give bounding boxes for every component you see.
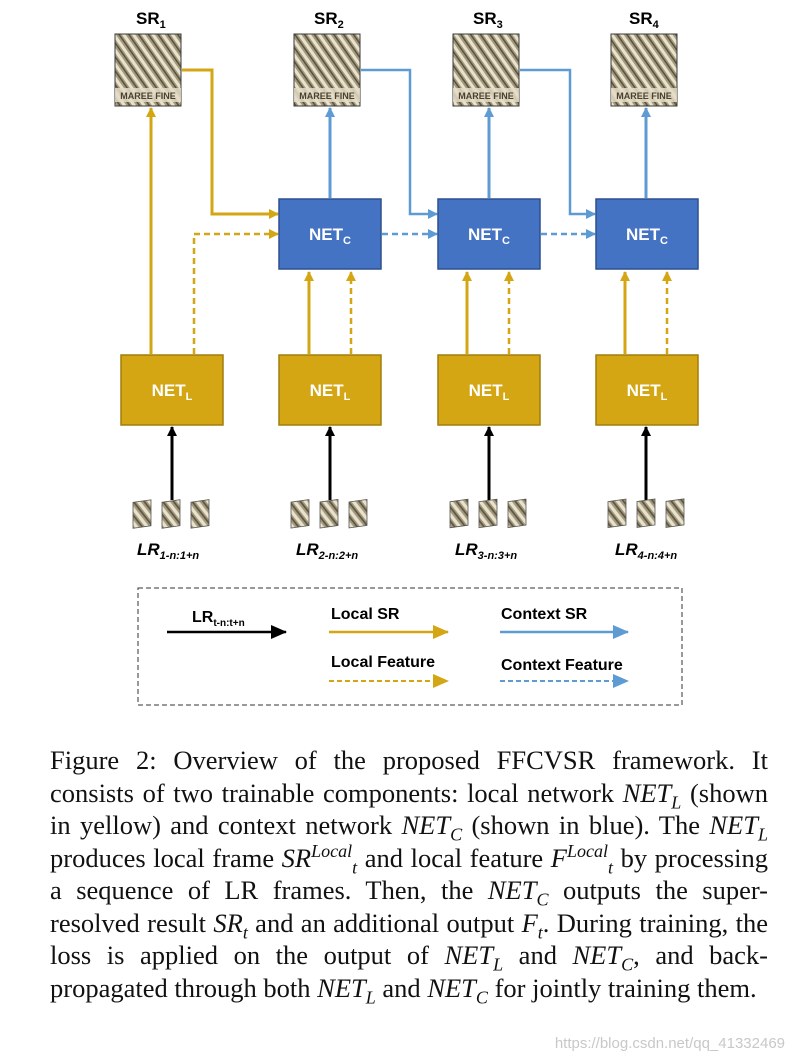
- lr-frames-1: [132, 499, 210, 529]
- svg-text:NETC: NETC: [626, 225, 668, 247]
- svg-text:MAREE FINE: MAREE FINE: [299, 91, 355, 101]
- math-net-l: NETL: [622, 777, 682, 812]
- svg-text:NETL: NETL: [469, 381, 510, 403]
- sr-2-image: MAREE FINE: [293, 33, 361, 107]
- math-net-l: NETL: [444, 940, 504, 975]
- sr-2-label: SR2: [314, 9, 344, 31]
- math-net-l: NETL: [709, 810, 768, 845]
- sr-3-image: MAREE FINE: [452, 33, 520, 107]
- sr-3-label: SR3: [473, 9, 503, 31]
- lr-3-label: LR3-n:3+n: [455, 540, 517, 562]
- math-sr-t: SRt: [213, 907, 248, 942]
- figure-caption: Figure 2: Overview of the proposed FFCVS…: [50, 745, 768, 1007]
- math-net-c: NETC: [487, 875, 549, 910]
- local-sr-to-netc-2: [182, 68, 279, 219]
- svg-text:MAREE FINE: MAREE FINE: [458, 91, 514, 101]
- framework-diagram: SR1 SR2 SR3 SR4 MAREE FINE MAREE FINE MA…: [114, 9, 699, 706]
- net-c-box-2: NETC: [278, 198, 382, 270]
- legend-lr-label: LRt-n:t+n: [192, 609, 245, 629]
- sr-1-label: SR1: [136, 9, 166, 31]
- watermark: https://blog.csdn.net/qq_41332469: [554, 1035, 785, 1052]
- svg-text:NETL: NETL: [152, 381, 193, 403]
- context-sr-to-netc-4: [520, 68, 596, 219]
- legend-local-sr-label: Local SR: [331, 606, 400, 623]
- lr-frames-4: [607, 498, 685, 529]
- net-l-box-1: NETL: [120, 354, 224, 426]
- math-net-l: NETL: [317, 972, 376, 1007]
- local-feature-to-netc-2: [192, 229, 279, 354]
- svg-text:NETL: NETL: [627, 381, 668, 403]
- legend-context-feature-label: Context Feature: [501, 657, 623, 674]
- lr-4-label: LR4-n:4+n: [615, 540, 677, 562]
- svg-text:MAREE FINE: MAREE FINE: [616, 91, 672, 101]
- svg-text:NETC: NETC: [309, 225, 351, 247]
- lr-2-label: LR2-n:2+n: [296, 540, 358, 562]
- svg-text:NETL: NETL: [310, 381, 351, 403]
- sr-4-label: SR4: [629, 9, 660, 31]
- lr-1-label: LR1-n:1+n: [137, 540, 199, 562]
- sr-4-image: MAREE FINE: [610, 33, 678, 107]
- math-sr-local: SRLocalt: [281, 840, 358, 877]
- lr-frames-3: [449, 498, 527, 529]
- net-l-box-3: NETL: [437, 354, 541, 426]
- math-f-t: Ft: [521, 907, 543, 942]
- math-net-c: NETC: [427, 972, 488, 1007]
- net-l-box-4: NETL: [595, 354, 699, 426]
- math-net-c: NETC: [401, 810, 463, 845]
- svg-text:NETC: NETC: [468, 225, 510, 247]
- lr-frames-2: [290, 498, 368, 529]
- net-c-box-4: NETC: [595, 198, 699, 270]
- legend: LRt-n:t+n Local SR Context SR Local Feat…: [137, 587, 683, 706]
- svg-text:MAREE FINE: MAREE FINE: [120, 91, 176, 101]
- math-f-local: FLocalt: [550, 840, 614, 877]
- net-c-box-3: NETC: [437, 198, 541, 270]
- sr-1-image: MAREE FINE: [114, 33, 182, 107]
- legend-context-sr-label: Context SR: [501, 606, 588, 623]
- legend-local-feature-label: Local Feature: [331, 654, 435, 671]
- math-net-c: NETC: [572, 940, 634, 975]
- net-l-box-2: NETL: [278, 354, 382, 426]
- context-sr-to-netc-3: [361, 68, 438, 219]
